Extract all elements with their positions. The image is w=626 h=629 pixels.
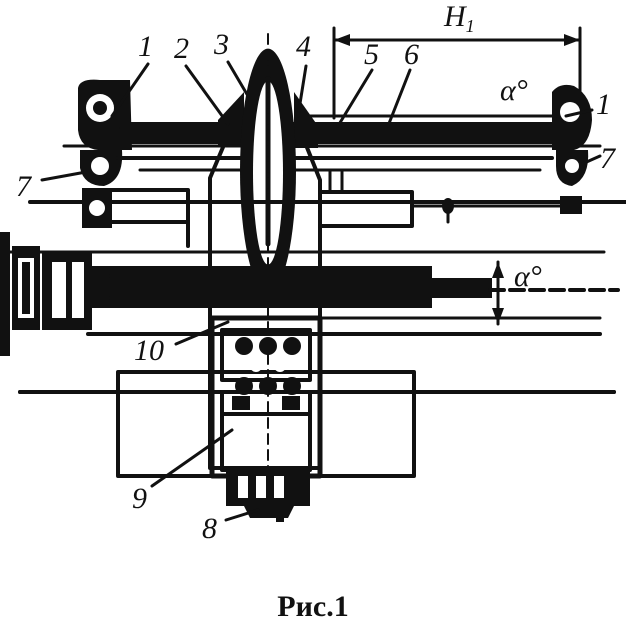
- label-2: 2: [174, 32, 189, 65]
- label-7-right: 7: [600, 142, 617, 175]
- middle-rails: [0, 188, 626, 254]
- figure-caption: Рис.1: [277, 590, 348, 623]
- label-h1: H1: [443, 0, 475, 36]
- label-4: 4: [296, 30, 311, 63]
- label-5: 5: [364, 38, 379, 71]
- lower-shaft-assembly: [0, 232, 620, 356]
- label-10: 10: [134, 334, 164, 367]
- top-roller-assembly: [62, 79, 602, 194]
- leader-lines: [40, 60, 602, 522]
- label-1-right: 1: [596, 88, 611, 121]
- bearing-balls: [235, 337, 301, 395]
- dimension-h1: [332, 26, 582, 120]
- label-alpha-mid: α°: [514, 260, 542, 293]
- central-slider: [208, 33, 322, 471]
- part-labels: 1 2 3 4 5 6 α° 1 7 7 H1 α° 10 9 8: [16, 0, 617, 545]
- label-1-left: 1: [138, 30, 153, 63]
- label-7-left: 7: [16, 170, 33, 203]
- label-3: 3: [213, 28, 229, 61]
- label-alpha-top: α°: [500, 74, 528, 107]
- label-6: 6: [404, 38, 419, 71]
- lower-housing: [18, 315, 616, 522]
- label-9: 9: [132, 482, 147, 515]
- label-8: 8: [202, 512, 217, 545]
